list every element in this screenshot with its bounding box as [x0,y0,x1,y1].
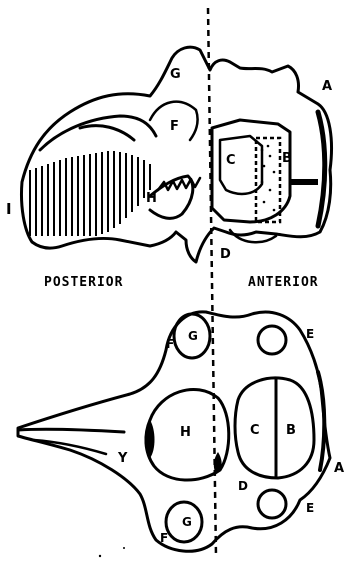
caption-posterior: POSTERIOR [44,275,123,290]
label-f-lower: F [160,531,168,545]
axial-anterior-line [318,372,324,470]
label-g-top: G [170,67,181,82]
label-i-top: I [6,200,12,218]
label-d-top: D [220,247,231,262]
label-h-top: H [146,191,157,206]
label-b-body: B [286,423,296,438]
label-g-lower-facet: G [182,515,192,529]
label-g-upper-facet: G [188,329,198,343]
facet-contour [80,126,134,140]
caption-anterior: ANTERIOR [248,275,319,290]
label-f-top: F [170,119,179,134]
label-f-upper: F [166,337,174,351]
spinous-tail [18,429,124,432]
spinous-tail-lower [34,440,106,454]
lamina-hatching [30,151,150,236]
label-e-upper: E [306,327,314,341]
label-c-top: C [226,153,236,168]
anterior-ligament [318,112,325,226]
label-y: Y [117,451,128,466]
label-d-bottom: D [238,479,248,493]
speck [123,547,125,549]
label-e-lower: E [306,501,314,515]
label-c-body: C [250,423,260,438]
label-a-bottom: A [334,461,344,476]
label-a-top: A [322,79,332,94]
upper-foramen [258,326,286,354]
stippled-column [256,138,280,222]
label-b-top: B [282,151,292,166]
lower-foramen [258,490,286,518]
label-h-canal: H [180,425,191,440]
speck [99,555,101,557]
